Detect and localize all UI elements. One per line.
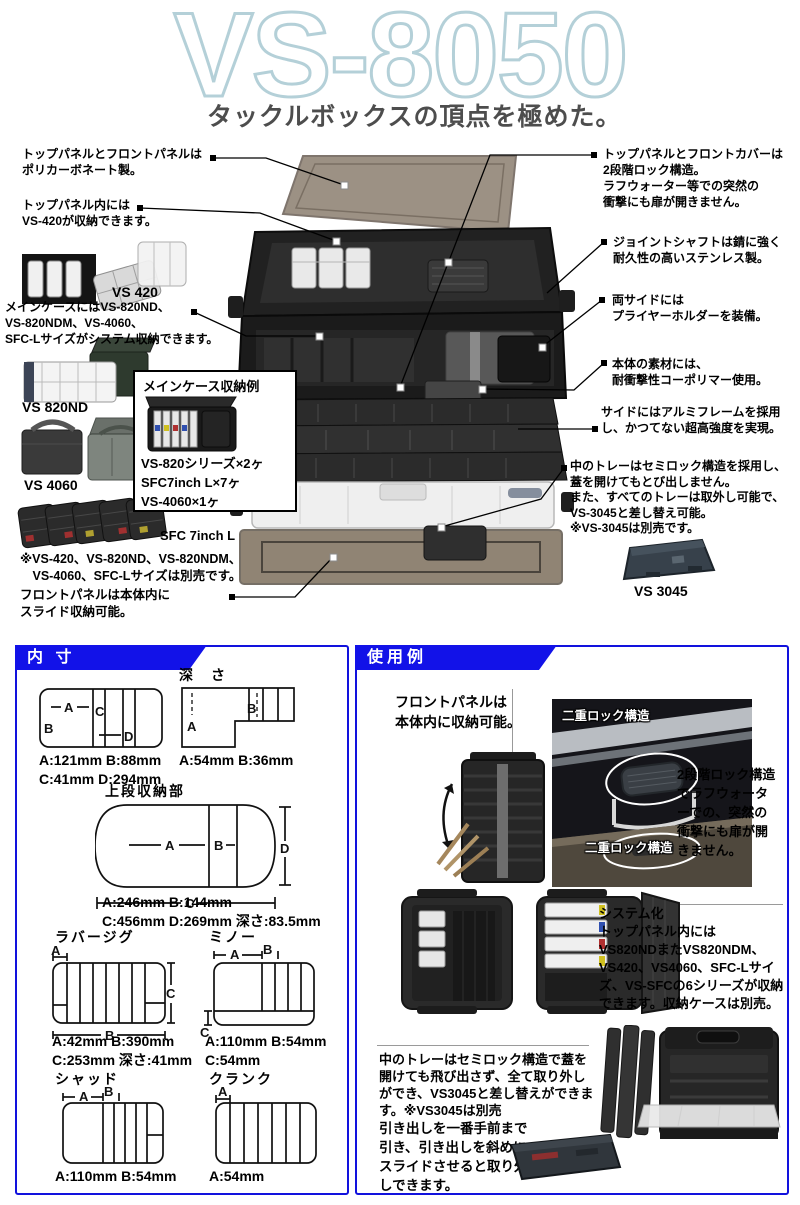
callout-joint-shaft: ジョイントシャフトは錆に強く 耐久性の高いステンレス製。 bbox=[613, 235, 782, 265]
svg-text:B: B bbox=[104, 1087, 113, 1099]
usage-system-text: システム化 トップパネル内には VS820NDまたVS820NDM、VS420、… bbox=[599, 906, 784, 1011]
section-divider bbox=[589, 904, 783, 905]
crank-caption: A:54mm bbox=[209, 1168, 265, 1184]
vs3045-photo bbox=[622, 538, 716, 581]
front-panel-storage-photo bbox=[436, 752, 545, 883]
callout-aluminum-frame: サイドにはアルミフレームを採用 し、かつてない超高強度を実現。 bbox=[601, 405, 782, 435]
minnow-caption: A:110mm B:54mm C:54mm bbox=[205, 1033, 327, 1068]
depth-caption: A:54mm B:36mm bbox=[179, 752, 294, 768]
double-lock-label-top: 二重ロック構造 bbox=[562, 709, 650, 723]
usage-tray-note: 中のトレーはセミロック構造で蓋を開けても飛び出さず、全て取り外しができ、VS30… bbox=[379, 1052, 594, 1118]
rubberjig-diagram: A B C bbox=[51, 945, 176, 1043]
callout-main-case: メインケースにはVS-820ND、 VS-820NDM、VS-4060、 SFC… bbox=[5, 300, 219, 346]
caption-vs4060: VS 4060 bbox=[24, 477, 78, 493]
caption-sfc7inchl: SFC 7inch L bbox=[160, 528, 236, 543]
caption-vs820nd: VS 820ND bbox=[22, 399, 89, 415]
svg-text:A: A bbox=[230, 947, 240, 962]
svg-text:A: A bbox=[51, 945, 61, 958]
shad-label: シャッド bbox=[55, 1071, 119, 1087]
storage-example-title: メインケース収納例 bbox=[143, 379, 260, 394]
shad-diagram: A B bbox=[62, 1087, 164, 1164]
upper-storage-diagram: A B D C bbox=[95, 804, 291, 911]
sold-separately-note: ※VS-420、VS-820ND、VS-820NDM、 VS-4060、SFC-… bbox=[20, 552, 242, 583]
tray-top-diagram: A B C D bbox=[39, 688, 163, 748]
crank-label: クランク bbox=[209, 1071, 273, 1087]
upper-storage-label: 上段収納部 bbox=[105, 783, 185, 799]
svg-text:C: C bbox=[185, 896, 195, 911]
minnow-diagram: A B C bbox=[200, 945, 315, 1039]
svg-text:B: B bbox=[44, 721, 53, 736]
callout-body-material: 本体の素材には、 耐衝撃性コーポリマー使用。 bbox=[612, 357, 769, 387]
caption-vs420: VS 420 bbox=[112, 284, 158, 300]
upper-storage-caption: A:246mm B:144mm C:456mm D:269mm 深さ:83.5m… bbox=[102, 894, 321, 929]
storage-example-contents: VS-820シリーズ×2ヶ SFC7inch L×7ヶ VS-4060×1ヶ bbox=[141, 456, 264, 509]
caption-vs3045: VS 3045 bbox=[634, 583, 688, 599]
svg-text:B: B bbox=[214, 838, 223, 853]
inner-dimensions-panel: 内 寸 A B C D A:121mm B:88mm C:41mm D:294m… bbox=[15, 645, 349, 1195]
usage-examples-panel: 使用例 フロントパネルは 本体内に収納可能。 bbox=[355, 645, 789, 1195]
svg-text:A: A bbox=[64, 700, 74, 715]
callout-plier-holder: 両サイドには プライヤーホルダーを装備。 bbox=[612, 293, 768, 323]
storage-example-photo bbox=[145, 396, 237, 452]
svg-text:D: D bbox=[124, 729, 133, 744]
shad-caption: A:110mm B:54mm bbox=[55, 1168, 177, 1184]
minnow-label: ミノー bbox=[209, 929, 257, 945]
svg-text:B: B bbox=[263, 945, 272, 957]
depth-label: 深 さ bbox=[179, 667, 227, 683]
rubberjig-label: ラバージグ bbox=[55, 929, 135, 945]
leader-line bbox=[512, 689, 513, 759]
svg-text:B: B bbox=[105, 1028, 114, 1043]
double-lock-photo bbox=[552, 699, 752, 887]
callout-top-panel-inside: トップパネル内には VS-420が収納できます。 bbox=[22, 198, 157, 228]
rubberjig-caption: A:42mm B:390mm C:253mm 深さ:41mm bbox=[52, 1033, 193, 1068]
svg-text:A: A bbox=[187, 719, 197, 734]
depth-diagram: A B bbox=[181, 687, 295, 748]
usage-examples-header: 使用例 bbox=[355, 645, 557, 670]
storage-example-box: メインケース収納例 VS-820シリーズ×2ヶ SFC7inch L×7ヶ VS… bbox=[133, 370, 297, 512]
svg-text:A: A bbox=[218, 1087, 228, 1099]
usage-two-step-text: 2段階ロック構造でラフウォーターでの、突然の衝撃にも扉が開きません。 bbox=[677, 767, 776, 858]
svg-text:A: A bbox=[165, 838, 175, 853]
svg-text:B: B bbox=[247, 701, 256, 716]
page-title: VS-8050 bbox=[172, 0, 630, 124]
usage-examples-header-label: 使用例 bbox=[367, 649, 428, 666]
callout-top-front-panel: トップパネルとフロントパネルは ポリカーボネート製。 bbox=[22, 147, 203, 177]
svg-text:A: A bbox=[79, 1089, 89, 1104]
inner-dimensions-header-label: 内 寸 bbox=[27, 649, 76, 666]
svg-text:C: C bbox=[95, 704, 105, 719]
system-cases-photo bbox=[401, 889, 680, 1014]
usage-drawer-note: 引き出しを一番手前まで引き、引き出しを斜めにスライドさせると取り外しできます。 bbox=[379, 1121, 528, 1193]
callout-front-panel-slide: フロントパネルは本体内に スライド収納可能。 bbox=[20, 588, 171, 619]
svg-text:C: C bbox=[200, 1025, 210, 1039]
callout-semi-lock-tray: 中のトレーはセミロック構造を採用し、 蓋を開けてもとび出しません。 また、すべて… bbox=[570, 459, 787, 535]
inner-dimensions-header: 内 寸 bbox=[15, 645, 207, 670]
svg-text:D: D bbox=[280, 841, 289, 856]
page-subtitle: タックルボックスの頂点を極めた。 bbox=[207, 103, 622, 131]
double-lock-label-bottom: 二重ロック構造 bbox=[585, 841, 673, 855]
usage-front-panel-text: フロントパネルは 本体内に収納可能。 bbox=[395, 694, 521, 730]
svg-text:C: C bbox=[166, 986, 176, 1001]
callout-two-step-lock: トップパネルとフロントカバーは 2段階ロック構造。 ラフウォーター等での突然の … bbox=[603, 147, 784, 209]
drawer-removal-photo bbox=[510, 1025, 781, 1181]
section-divider-2 bbox=[377, 1045, 589, 1046]
crank-diagram: A bbox=[215, 1087, 317, 1164]
tray-top-caption: A:121mm B:88mm C:41mm D:294mm bbox=[39, 752, 162, 787]
